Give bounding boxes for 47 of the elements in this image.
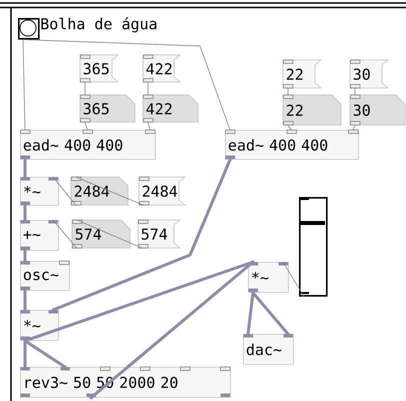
- patch-cord: [76, 176, 144, 206]
- message-box: 2484: [138, 176, 186, 206]
- patch-cord: [22, 39, 230, 130]
- patch-cord: [246, 291, 254, 336]
- patch-cord: [84, 122, 88, 130]
- patch-cord: [24, 339, 66, 368]
- message-box: 22: [282, 60, 322, 88]
- patch-cord: [354, 88, 356, 96]
- patch-cord: [24, 204, 26, 222]
- object-box: *~: [20, 310, 59, 341]
- object-box: dac~: [243, 334, 294, 365]
- patch-cord: [282, 262, 304, 297]
- patch-cord: [148, 122, 150, 130]
- number-box: 30: [350, 94, 406, 126]
- vertical-slider: [299, 197, 328, 297]
- patch-cord: [76, 220, 144, 249]
- patch-cord: [24, 339, 26, 368]
- message-box: 422: [142, 54, 182, 82]
- object-box: osc~: [20, 260, 70, 291]
- patch-cord: [90, 260, 254, 400]
- object-box: *~: [248, 262, 289, 293]
- number-box: 22: [282, 94, 342, 126]
- patch-cord: [24, 158, 26, 178]
- comment-text: Bolha de água: [41, 17, 156, 32]
- patch-cord: [252, 291, 290, 336]
- object-box: ead~ 400 400: [20, 130, 156, 160]
- patch-cord: [24, 249, 26, 262]
- number-box: 422: [142, 94, 198, 122]
- number-box: 365: [80, 94, 136, 122]
- patch-cord: [24, 289, 26, 312]
- patch-cord: [24, 260, 254, 342]
- patch-cord: [52, 176, 76, 206]
- object-box: *~: [20, 177, 59, 206]
- patch-cord: [22, 39, 26, 130]
- patch-cord: [52, 158, 232, 312]
- patch-cord: [52, 220, 78, 249]
- message-box: 365: [80, 54, 120, 82]
- patch-cord: [288, 125, 292, 130]
- message-box: 574: [138, 220, 182, 248]
- patch-cord: [352, 125, 356, 130]
- bang-button: [18, 18, 40, 40]
- message-box: 30: [350, 60, 390, 88]
- object-box: ead~ 400 400: [225, 130, 359, 160]
- number-box: 2484: [70, 176, 128, 206]
- number-box: 574: [72, 220, 130, 248]
- patch-cord: [84, 82, 86, 96]
- object-box: +~: [20, 220, 59, 251]
